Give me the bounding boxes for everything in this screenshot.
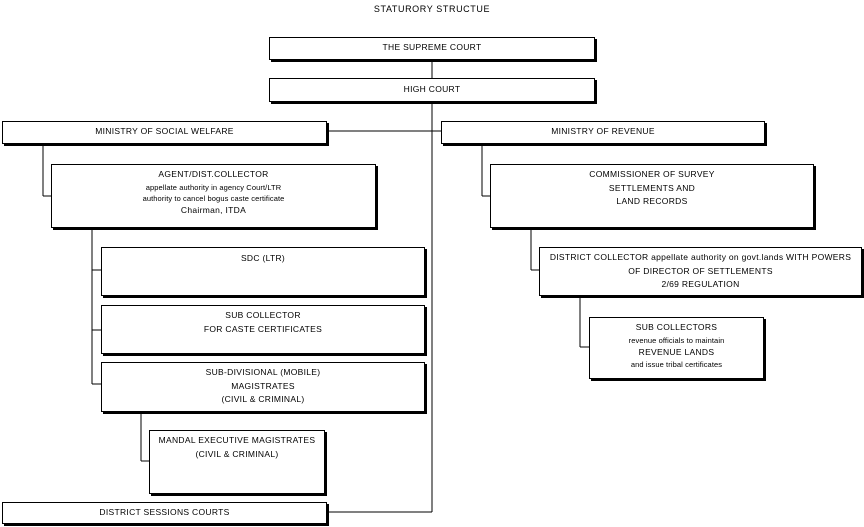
box-line: (CIVIL & CRIMINAL) bbox=[195, 448, 279, 459]
box-line: THE SUPREME COURT bbox=[382, 42, 482, 52]
box-line: MANDAL EXECUTIVE MAGISTRATES bbox=[158, 435, 316, 445]
box-line: OF DIRECTOR OF SETTLEMENTS bbox=[628, 265, 773, 276]
box-line: SUB COLLECTOR bbox=[225, 310, 301, 320]
box-line: appellate authority in agency Court/LTR bbox=[145, 182, 282, 192]
box-district-sessions: DISTRICT SESSIONS COURTS bbox=[2, 502, 327, 524]
box-agent-collector: AGENT/DIST.COLLECTOR appellate authority… bbox=[51, 164, 376, 228]
box-line: authority to cancel bogus caste certific… bbox=[142, 193, 285, 203]
box-district-collector: DISTRICT COLLECTOR appellate authority o… bbox=[539, 247, 862, 296]
box-line: COMMISSIONER OF SURVEY bbox=[589, 169, 715, 179]
box-line: Chairman, ITDA bbox=[180, 204, 247, 215]
box-sub-collector-caste: SUB COLLECTOR FOR CASTE CERTIFICATES bbox=[101, 305, 425, 354]
box-line: 2/69 REGULATION bbox=[661, 279, 740, 289]
box-line: SDC (LTR) bbox=[240, 253, 286, 263]
box-line: HIGH COURT bbox=[403, 84, 461, 94]
box-line: SETTLEMENTS AND bbox=[608, 182, 696, 193]
box-line: and issue tribal certificates bbox=[630, 360, 723, 369]
box-line: LAND RECORDS bbox=[616, 196, 688, 206]
box-ministry-social-welfare: MINISTRY OF SOCIAL WELFARE bbox=[2, 121, 327, 144]
box-line: (CIVIL & CRIMINAL) bbox=[221, 394, 305, 404]
box-sub-divisional: SUB-DIVISIONAL (MOBILE) MAGISTRATES (CIV… bbox=[101, 362, 425, 412]
box-sub-collectors: SUB COLLECTORS revenue officials to main… bbox=[589, 317, 764, 379]
box-line: DISTRICT SESSIONS COURTS bbox=[99, 507, 230, 517]
box-high-court: HIGH COURT bbox=[269, 78, 595, 102]
box-ministry-revenue: MINISTRY OF REVENUE bbox=[441, 121, 765, 144]
box-line: MINISTRY OF REVENUE bbox=[551, 126, 655, 136]
box-line: MINISTRY OF SOCIAL WELFARE bbox=[95, 126, 234, 136]
box-commissioner-survey: COMMISSIONER OF SURVEY SETTLEMENTS AND L… bbox=[490, 164, 814, 228]
box-mandal-executive: MANDAL EXECUTIVE MAGISTRATES (CIVIL & CR… bbox=[149, 430, 325, 494]
box-line: revenue officials to maintain bbox=[628, 335, 725, 345]
box-line: DISTRICT COLLECTOR appellate authority o… bbox=[549, 252, 852, 262]
box-line: FOR CASTE CERTIFICATES bbox=[203, 323, 323, 334]
chart-title: STATURORY STRUCTUE bbox=[373, 4, 491, 14]
box-line: MAGISTRATES bbox=[231, 380, 295, 391]
box-supreme-court: THE SUPREME COURT bbox=[269, 37, 595, 60]
box-line: SUB COLLECTORS bbox=[635, 322, 718, 332]
box-line: REVENUE LANDS bbox=[638, 346, 715, 357]
box-sdc: SDC (LTR) bbox=[101, 247, 425, 296]
box-line: SUB-DIVISIONAL (MOBILE) bbox=[205, 367, 321, 377]
box-line: AGENT/DIST.COLLECTOR bbox=[158, 169, 269, 179]
